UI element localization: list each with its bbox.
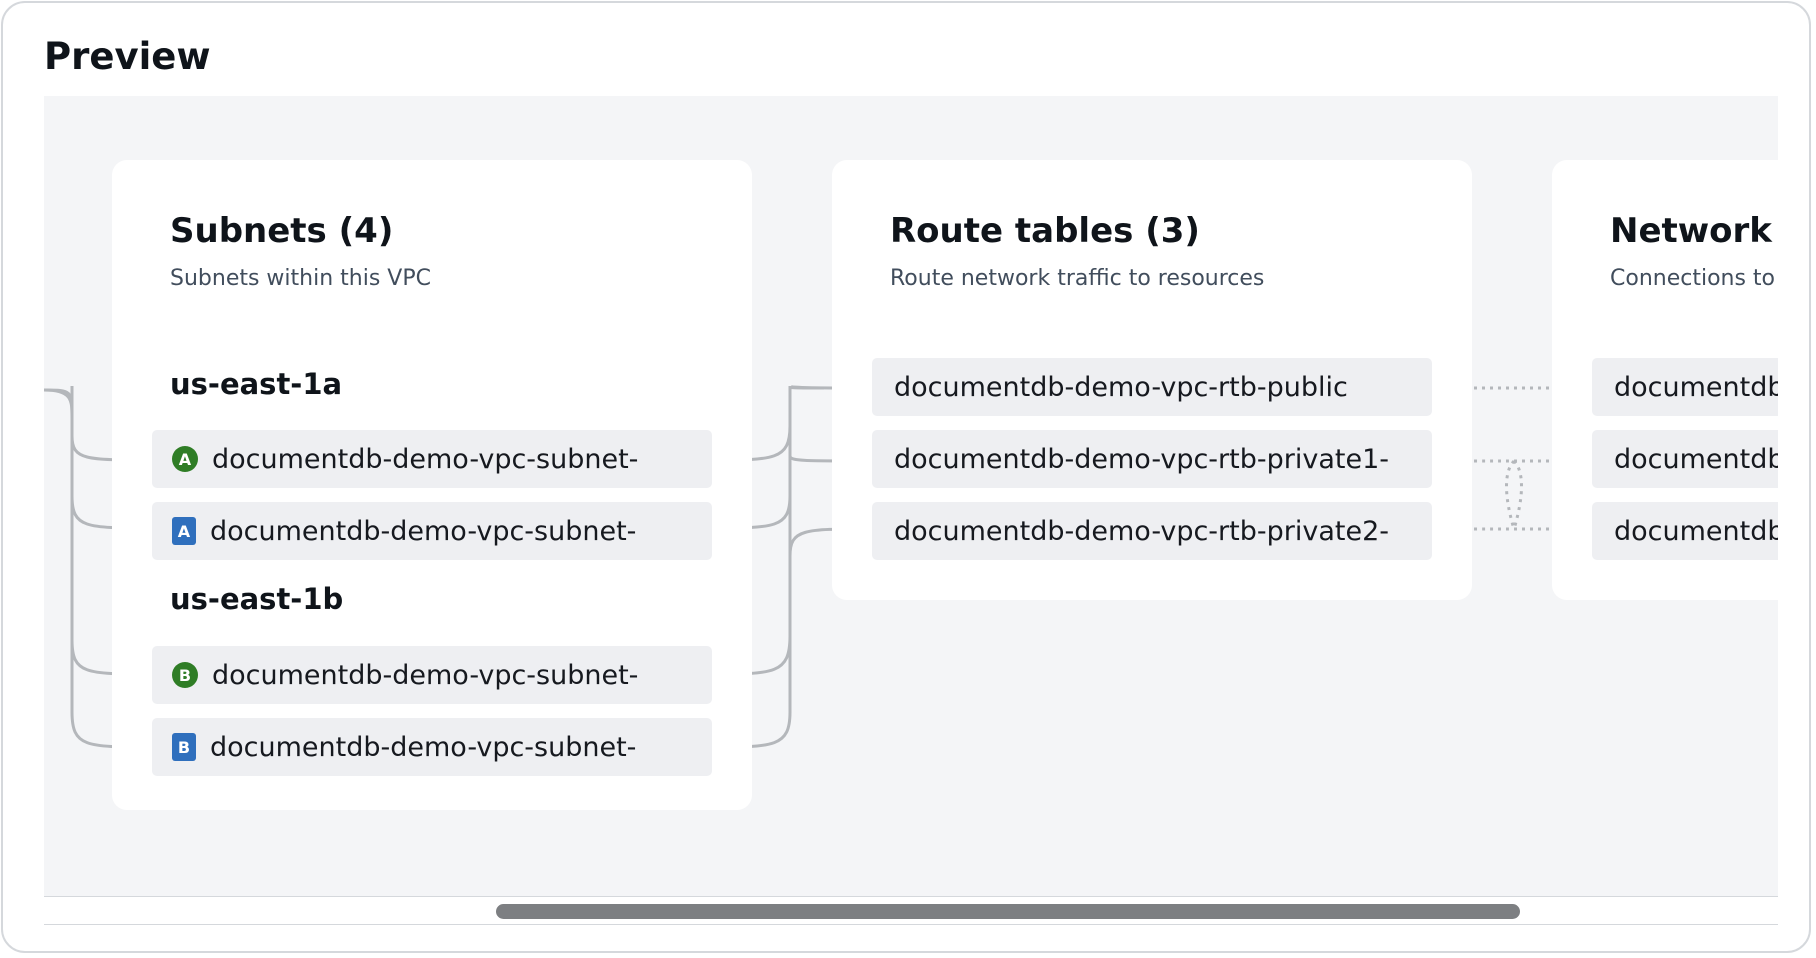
- route-table-node[interactable]: documentdb-demo-vpc-rtb-private1-: [872, 430, 1432, 488]
- subnets-card: Subnets (4) Subnets within this VPC us-e…: [112, 160, 752, 810]
- subnet-node[interactable]: A documentdb-demo-vpc-subnet-: [152, 430, 712, 488]
- route-tables-title: Route tables (3): [890, 211, 1200, 251]
- network-connection-node-label: documentdb: [1614, 443, 1778, 475]
- subnets-description: Subnets within this VPC: [170, 266, 431, 291]
- network-connection-node[interactable]: documentdb: [1592, 358, 1778, 416]
- subnets-title: Subnets (4): [170, 211, 394, 251]
- route-table-node[interactable]: documentdb-demo-vpc-rtb-public: [872, 358, 1432, 416]
- network-connection-node[interactable]: documentdb: [1592, 430, 1778, 488]
- network-connections-title: Network c: [1610, 211, 1778, 251]
- subnet-node[interactable]: B documentdb-demo-vpc-subnet-: [152, 646, 712, 704]
- route-table-node[interactable]: documentdb-demo-vpc-rtb-private2-: [872, 502, 1432, 560]
- network-connection-node[interactable]: documentdb: [1592, 502, 1778, 560]
- network-connections-card: Network c Connections to documentdb docu…: [1552, 160, 1778, 600]
- subnet-node[interactable]: A documentdb-demo-vpc-subnet-: [152, 502, 712, 560]
- scrollbar-thumb[interactable]: [496, 904, 1520, 919]
- public-subnet-badge-icon: A: [172, 446, 198, 472]
- route-tables-card: Route tables (3) Route network traffic t…: [832, 160, 1472, 600]
- route-table-node-label: documentdb-demo-vpc-rtb-private2-: [894, 515, 1389, 547]
- route-table-node-label: documentdb-demo-vpc-rtb-private1-: [894, 443, 1389, 475]
- network-connections-description: Connections to: [1610, 266, 1776, 291]
- subnet-node-label: documentdb-demo-vpc-subnet-: [210, 731, 637, 763]
- subnet-node-label: documentdb-demo-vpc-subnet-: [210, 515, 637, 547]
- network-connection-node-label: documentdb: [1614, 515, 1778, 547]
- private-subnet-badge-icon: A: [172, 517, 196, 545]
- subnet-node-label: documentdb-demo-vpc-subnet-: [212, 659, 639, 691]
- public-subnet-badge-icon: B: [172, 662, 198, 688]
- network-connection-node-label: documentdb: [1614, 371, 1778, 403]
- subnet-node-label: documentdb-demo-vpc-subnet-: [212, 443, 639, 475]
- subnet-node[interactable]: B documentdb-demo-vpc-subnet-: [152, 718, 712, 776]
- horizontal-scrollbar[interactable]: [44, 896, 1778, 925]
- az-label-us-east-1b: us-east-1b: [170, 582, 344, 616]
- resource-map-canvas: Subnets (4) Subnets within this VPC us-e…: [44, 96, 1778, 896]
- private-subnet-badge-icon: B: [172, 733, 196, 761]
- route-tables-description: Route network traffic to resources: [890, 266, 1265, 291]
- preview-title: Preview: [44, 35, 211, 78]
- route-table-node-label: documentdb-demo-vpc-rtb-public: [894, 371, 1348, 403]
- az-label-us-east-1a: us-east-1a: [170, 367, 343, 401]
